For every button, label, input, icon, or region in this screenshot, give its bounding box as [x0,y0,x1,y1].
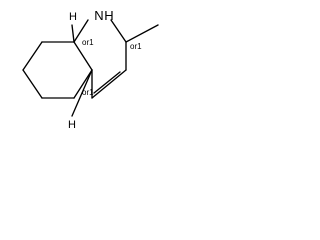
nitrogen-label: N [94,8,103,23]
stereo-label-c2: or1 [130,42,142,51]
bond-n1-c2 [110,19,127,43]
bond-c7-c6 [22,69,43,99]
hashed-bond-c8a-h [71,24,75,43]
stereo-bonds [71,24,93,117]
bond-c4a-c8a [73,41,93,71]
stereo-label-c4a: or1 [82,88,94,97]
nh-hydrogen-label: H [104,8,113,23]
bond-c8-c7 [22,41,43,71]
methyl-bond [125,24,159,43]
stereo-label-c8a: or1 [82,38,94,47]
bond-c3-c4-double [93,71,121,94]
tetrahydropyridine-ring [73,19,127,99]
molecule-structure-diagram: N H or1 or1 or1 H H [22,8,159,131]
cyclohexane-ring [22,41,93,99]
bond-c3-c4 [91,69,127,99]
bond-c5-c4a [73,69,93,99]
bridgehead-h-bottom: H [68,119,76,131]
bridgehead-h-top: H [69,11,77,23]
hashed-bond-c4a-h [71,69,93,117]
bond-c8a-n1 [73,19,89,43]
